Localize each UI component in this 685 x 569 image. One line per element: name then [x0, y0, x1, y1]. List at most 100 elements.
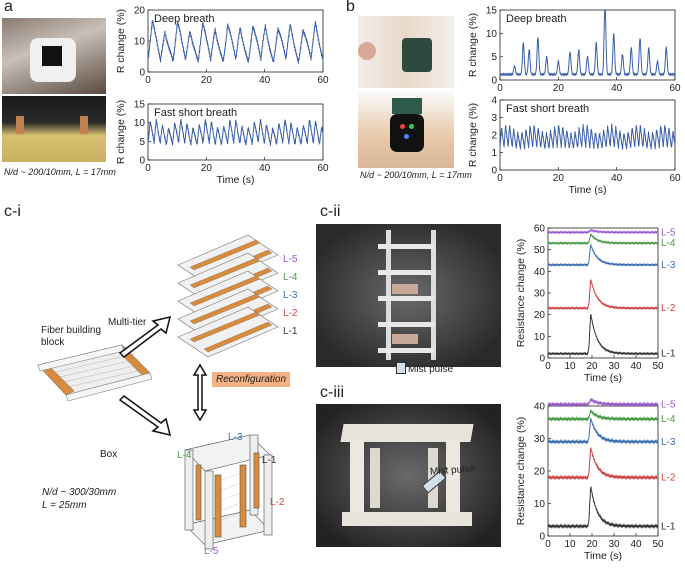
y-tick-label: 10 — [134, 118, 146, 129]
tier-fiber-back — [203, 321, 273, 353]
y-tick-label: 10 — [134, 37, 146, 48]
x-axis-label: Time (s) — [584, 550, 622, 562]
tier-fiber-front — [189, 311, 261, 343]
x-axis-label: Time (s) — [584, 372, 622, 384]
y-axis-label: R change (%) — [467, 103, 479, 167]
series-line-l-4 — [547, 408, 659, 422]
x-tick-label: 40 — [611, 83, 623, 94]
y-tick-label: 40 — [534, 402, 546, 413]
y-tick-label: 0 — [491, 76, 497, 87]
series-line — [499, 123, 676, 150]
mist-arrow-cii — [396, 362, 406, 374]
plot-frame — [547, 405, 659, 537]
series-label-l-2: L-2 — [661, 303, 676, 314]
x-tick-label: 50 — [652, 361, 664, 372]
panel-b-note: N/d ~ 200/10mm, L = 17mm — [360, 170, 472, 180]
mask-sensor-photo — [2, 18, 106, 94]
tier-plate — [177, 306, 279, 358]
series-line-l-2 — [547, 279, 659, 311]
y-tick-label: 30 — [534, 434, 546, 445]
y-tick-label: 5 — [139, 137, 145, 148]
wrist-sensor-photo — [358, 16, 454, 88]
series-label-l-5: L-5 — [661, 227, 676, 238]
x-tick-label: 20 — [586, 361, 598, 372]
mt-label-l2: L-2 — [283, 308, 298, 319]
series-line-l-3 — [547, 242, 659, 267]
y-axis-label: R change (%) — [115, 9, 127, 73]
y-axis-label: R change (%) — [467, 13, 479, 77]
y-tick-label: 15 — [134, 100, 146, 111]
tier-fiber-front — [189, 257, 261, 289]
series-label-l-3: L-3 — [661, 260, 676, 271]
y-tick-label: 0 — [139, 156, 145, 167]
x-tick-label: 30 — [608, 361, 620, 372]
box-label-l2: L-2 — [270, 497, 285, 508]
panel-a-note: N/d ~ 200/10mm, L = 17mm — [4, 167, 116, 177]
series-line — [147, 119, 324, 147]
series-label-l-2: L-2 — [661, 473, 676, 484]
sensor-closeup-photo — [2, 96, 106, 162]
box-structure — [184, 434, 273, 550]
plot-frame — [499, 9, 676, 81]
x-tick-label: 20 — [201, 163, 213, 174]
series-label-l-3: L-3 — [661, 437, 676, 448]
y-axis-label: R change (%) — [115, 100, 127, 164]
x-tick-label: 20 — [553, 173, 565, 184]
series-line-l-2 — [547, 447, 659, 481]
y-tick-label: 20 — [534, 310, 546, 321]
x-tick-label: 40 — [630, 539, 642, 550]
y-tick-label: 10 — [534, 499, 546, 510]
tier-fiber-front — [189, 293, 261, 325]
multi-tier-structure — [177, 234, 279, 358]
x-tick-label: 50 — [652, 539, 664, 550]
reconfig-arrow — [192, 363, 208, 422]
series-line-l-3 — [547, 418, 659, 445]
y-axis-label: Resistance change (%) — [515, 239, 527, 348]
mist-label-cii: Mist pulse — [408, 364, 454, 375]
panel-label-ciii: c-iii — [320, 384, 344, 401]
chart-title: Deep breath — [506, 13, 567, 25]
y-tick-label: 50 — [534, 245, 546, 256]
fiber-block-label: Fiber building block — [41, 325, 102, 348]
plot-frame — [547, 227, 659, 359]
y-tick-label: 3 — [491, 113, 497, 124]
fiber-building-block — [37, 344, 153, 402]
y-tick-label: 10 — [534, 332, 546, 343]
box-photo — [316, 404, 501, 547]
panel-label-a: a — [4, 0, 13, 15]
y-tick-label: 10 — [486, 29, 498, 40]
arrow-multi-tier — [118, 315, 172, 358]
x-axis-label: Time (s) — [568, 184, 606, 196]
y-axis-label: Resistance change (%) — [515, 417, 527, 526]
x-tick-label: 20 — [586, 539, 598, 550]
panel-label-ci: c-i — [4, 203, 21, 220]
series-line-l-1 — [547, 314, 659, 356]
series-label-l-4: L-4 — [661, 238, 676, 249]
y-tick-label: 20 — [534, 467, 546, 478]
y-tick-label: 0 — [539, 532, 545, 543]
y-tick-label: 0 — [491, 166, 497, 177]
x-tick-label: 0 — [145, 163, 151, 174]
tier-fiber-front — [189, 275, 261, 307]
x-tick-label: 20 — [201, 75, 213, 86]
x-tick-label: 60 — [317, 163, 329, 174]
y-tick-label: 0 — [139, 68, 145, 79]
y-tick-label: 2 — [491, 131, 497, 142]
x-tick-label: 20 — [553, 83, 565, 94]
box-label-l4: L-4 — [177, 450, 192, 461]
x-tick-label: 30 — [608, 539, 620, 550]
arrow-box — [118, 395, 172, 437]
series-line-l-5 — [547, 397, 659, 408]
y-tick-label: 1 — [491, 148, 497, 159]
x-tick-label: 10 — [564, 539, 576, 550]
series-label-l-4: L-4 — [661, 414, 676, 425]
box-label-l3: L-3 — [228, 432, 243, 443]
y-tick-label: 30 — [534, 289, 546, 300]
x-tick-label: 40 — [630, 361, 642, 372]
chart-title: Fast short breath — [506, 103, 589, 115]
y-tick-label: 0 — [539, 354, 545, 365]
